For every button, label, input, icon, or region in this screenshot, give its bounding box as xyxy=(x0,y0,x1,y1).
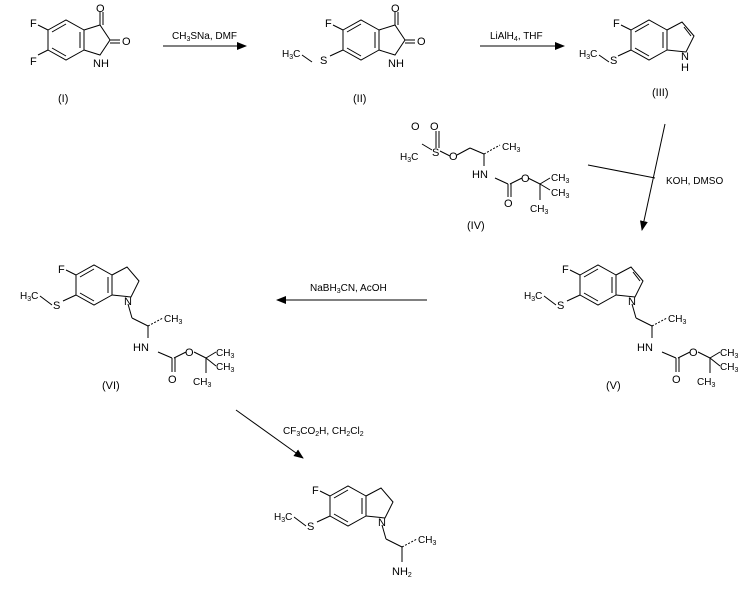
reaction-arrow-4: NaBH3CN, AcOH xyxy=(276,283,427,304)
methyl-group: CH3 xyxy=(216,362,234,374)
atom-NH: HN xyxy=(637,342,653,354)
atom-O: O xyxy=(672,374,681,386)
methyl-group: CH3 xyxy=(418,535,436,547)
atom-O: O xyxy=(411,121,420,133)
atom-F: F xyxy=(30,18,37,30)
compound-III: F S H3C N H (III) xyxy=(579,18,695,99)
compound-final: F S H3C N CH3 NH2 xyxy=(274,485,436,579)
methyl-group: H3C xyxy=(400,152,418,164)
atom-O: O xyxy=(185,347,194,359)
atom-N: N xyxy=(628,296,636,308)
methyl-group: H3C xyxy=(274,512,292,524)
reagent-lialh4-thf: LiAlH4, THF xyxy=(490,31,543,43)
atom-O: O xyxy=(168,374,177,386)
methyl-group: CH3 xyxy=(720,348,738,360)
compound-label-VI: (VI) xyxy=(102,380,120,392)
methyl-group: H3C xyxy=(524,291,542,303)
atom-O: O xyxy=(430,121,439,133)
atom-S: S xyxy=(307,521,314,533)
reagent-koh-dmso: KOH, DMSO xyxy=(666,176,723,187)
atom-NH: NH xyxy=(93,58,109,70)
atom-NH: HN xyxy=(472,169,488,181)
methyl-group: CH3 xyxy=(551,173,569,185)
atom-S: S xyxy=(432,147,439,159)
methyl-group: H3C xyxy=(579,49,597,61)
atom-F: F xyxy=(325,18,332,30)
atom-F: F xyxy=(613,18,620,30)
compound-I: F F O O NH (I) xyxy=(30,3,131,105)
atom-S: S xyxy=(557,300,564,312)
atom-NH: NH xyxy=(388,58,404,70)
atom-F: F xyxy=(312,485,319,497)
methyl-group: CH3 xyxy=(530,204,548,216)
atom-F: F xyxy=(562,264,569,276)
atom-F: F xyxy=(30,56,37,68)
compound-V: F S H3C N CH3 HN O O CH3 CH3 CH3 (V) xyxy=(524,264,738,392)
atom-O: O xyxy=(122,36,131,48)
atom-NH: HN xyxy=(133,342,149,354)
atom-S: S xyxy=(610,55,617,67)
atom-F: F xyxy=(58,264,65,276)
methyl-group: CH3 xyxy=(668,314,686,326)
compound-VI: F S H3C N CH3 HN O O CH3 CH3 CH3 (VI) xyxy=(20,264,234,392)
atom-O: O xyxy=(689,347,698,359)
methyl-group: H3C xyxy=(20,291,38,303)
atom-O: O xyxy=(521,173,530,185)
methyl-group: H3C xyxy=(282,49,300,61)
atom-N: N xyxy=(124,296,132,308)
atom-N: N xyxy=(378,517,386,529)
atom-O: O xyxy=(391,3,400,15)
reaction-arrow-2: LiAlH4, THF xyxy=(480,31,565,50)
compound-label-III: (III) xyxy=(652,87,669,99)
reagent-tfa-dcm: CF3CO2H, CH2Cl2 xyxy=(283,426,364,438)
atom-S: S xyxy=(320,55,327,67)
methyl-group: CH3 xyxy=(164,314,182,326)
atom-O: O xyxy=(449,151,458,163)
atom-N: N xyxy=(681,51,689,63)
reaction-arrow-1: CH3SNa, DMF xyxy=(163,31,247,50)
methyl-group: CH3 xyxy=(502,142,520,154)
methyl-group: CH3 xyxy=(720,362,738,374)
compound-II: F S H3C O O NH (II) xyxy=(282,3,426,105)
atom-O: O xyxy=(96,3,105,15)
compound-label-IV: (IV) xyxy=(467,220,485,232)
compound-IV: O O S H3C O CH3 HN O O CH3 CH3 CH3 (IV) xyxy=(400,121,569,232)
methyl-group: CH3 xyxy=(697,377,715,389)
reagent-nabh3cn-acoh: NaBH3CN, AcOH xyxy=(310,283,387,295)
methyl-group: CH3 xyxy=(551,188,569,200)
methyl-group: CH3 xyxy=(216,348,234,360)
atom-S: S xyxy=(53,300,60,312)
atom-H: H xyxy=(681,62,689,74)
reaction-arrow-5: CF3CO2H, CH2Cl2 xyxy=(235,409,364,459)
compound-label-II: (II) xyxy=(353,93,366,105)
compound-label-I: (I) xyxy=(58,93,68,105)
reaction-arrow-3: KOH, DMSO xyxy=(587,123,723,231)
compound-label-V: (V) xyxy=(606,380,621,392)
methyl-group: CH3 xyxy=(193,377,211,389)
atom-O: O xyxy=(504,198,513,210)
reagent-ch3sna-dmf: CH3SNa, DMF xyxy=(172,31,237,43)
amine-group: NH2 xyxy=(392,566,412,579)
atom-O: O xyxy=(417,36,426,48)
